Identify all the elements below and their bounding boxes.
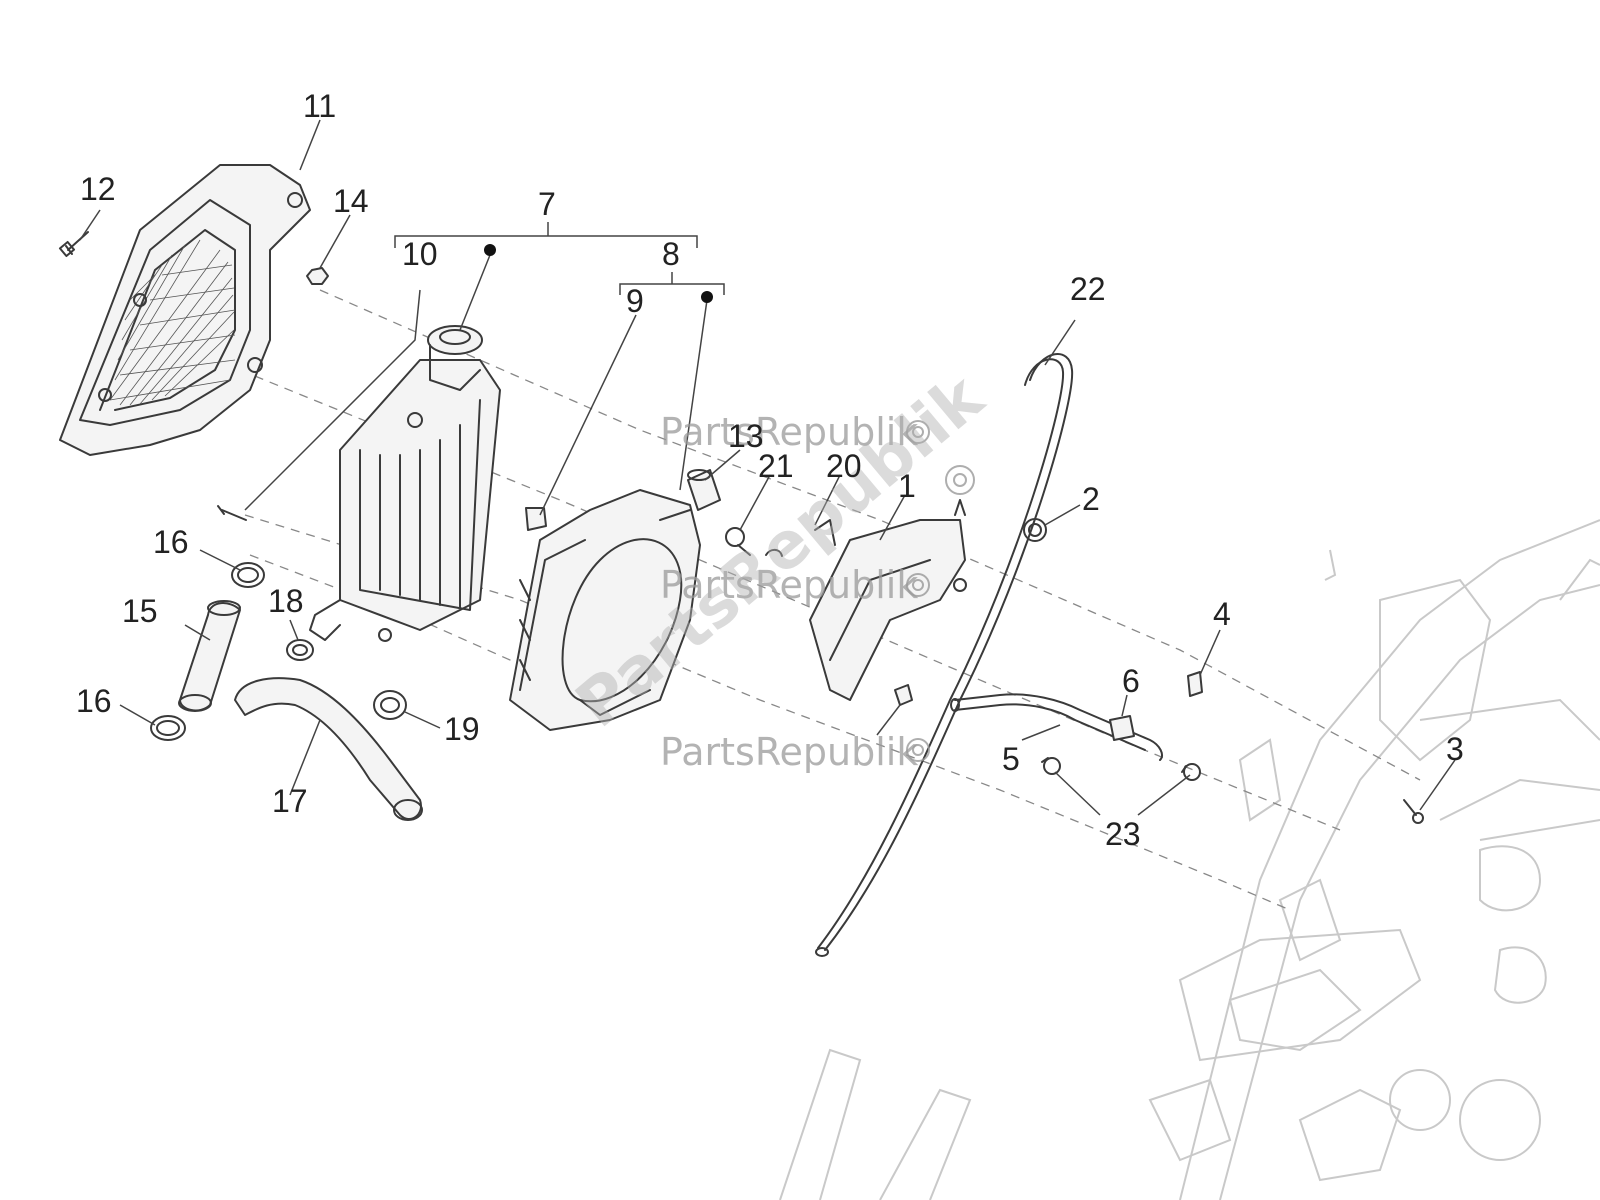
- watermark-text: PartsRepublik: [660, 410, 918, 454]
- callout-9: 9: [626, 283, 644, 319]
- hose-17: [234, 677, 423, 821]
- callout-8: 8: [662, 236, 680, 272]
- overflow-hose-22: [815, 353, 1074, 957]
- scooter-frame-background: [779, 519, 1600, 1200]
- callout-labels: 1 2 3 4 5 6 7 8 9 10 11 12 13 14 15 16 1…: [76, 88, 1464, 852]
- screw-3: [1403, 799, 1424, 824]
- callout-15: 15: [122, 593, 158, 629]
- callout-14: 14: [333, 183, 369, 219]
- watermark-text: PartsRepublik: [660, 563, 918, 607]
- hose-clamp-18: [286, 639, 314, 661]
- callout-20: 20: [826, 448, 862, 484]
- callout-18: 18: [268, 583, 304, 619]
- nut-14: [306, 267, 329, 285]
- clamps-23: [1041, 757, 1201, 781]
- callout-1: 1: [898, 468, 916, 504]
- callout-2: 2: [1082, 481, 1100, 517]
- callout-16-top: 16: [153, 524, 189, 560]
- leader-lines: [79, 119, 1456, 816]
- group-bracket-8: [619, 272, 725, 295]
- callout-10: 10: [402, 236, 438, 272]
- grille-mesh: [109, 239, 236, 406]
- callout-13: 13: [728, 418, 764, 454]
- callout-19: 19: [444, 711, 480, 747]
- hose-clamp-16-bottom: [150, 715, 186, 741]
- clamp-2: [1023, 518, 1047, 542]
- hose-15: [178, 600, 241, 712]
- callout-3: 3: [1446, 731, 1464, 767]
- clamp-21: [725, 527, 783, 557]
- clip-4: [1187, 671, 1203, 697]
- hose-5: [950, 693, 1163, 761]
- hose-clamp-19: [373, 690, 407, 720]
- callout-6: 6: [1122, 663, 1140, 699]
- hose-clamp-16-top: [231, 562, 265, 588]
- expansion-tank: [809, 499, 967, 701]
- callout-5: 5: [1002, 741, 1020, 777]
- clip-9: [525, 507, 547, 531]
- radiator: [309, 325, 501, 642]
- bullet-marker: [701, 291, 713, 303]
- screw-12: [58, 231, 89, 258]
- bullet-marker: [484, 244, 496, 256]
- radiator-grille-cover: [59, 164, 311, 456]
- callout-7: 7: [538, 186, 556, 222]
- callout-16-bottom: 16: [76, 683, 112, 719]
- callout-22: 22: [1070, 271, 1106, 307]
- callout-11: 11: [303, 88, 336, 124]
- callout-17: 17: [272, 783, 308, 819]
- callout-4: 4: [1213, 596, 1231, 632]
- watermark-text: PartsRepublik: [660, 730, 918, 774]
- callout-12: 12: [80, 171, 116, 207]
- gear-icon: [906, 420, 975, 762]
- callout-21: 21: [758, 448, 794, 484]
- radiator-shroud: [509, 489, 701, 731]
- spacer-13: [687, 469, 721, 511]
- screw-10: [217, 505, 247, 521]
- fitting-6: [894, 684, 1135, 741]
- group-bracket-7: [394, 222, 698, 248]
- callout-23: 23: [1105, 816, 1141, 852]
